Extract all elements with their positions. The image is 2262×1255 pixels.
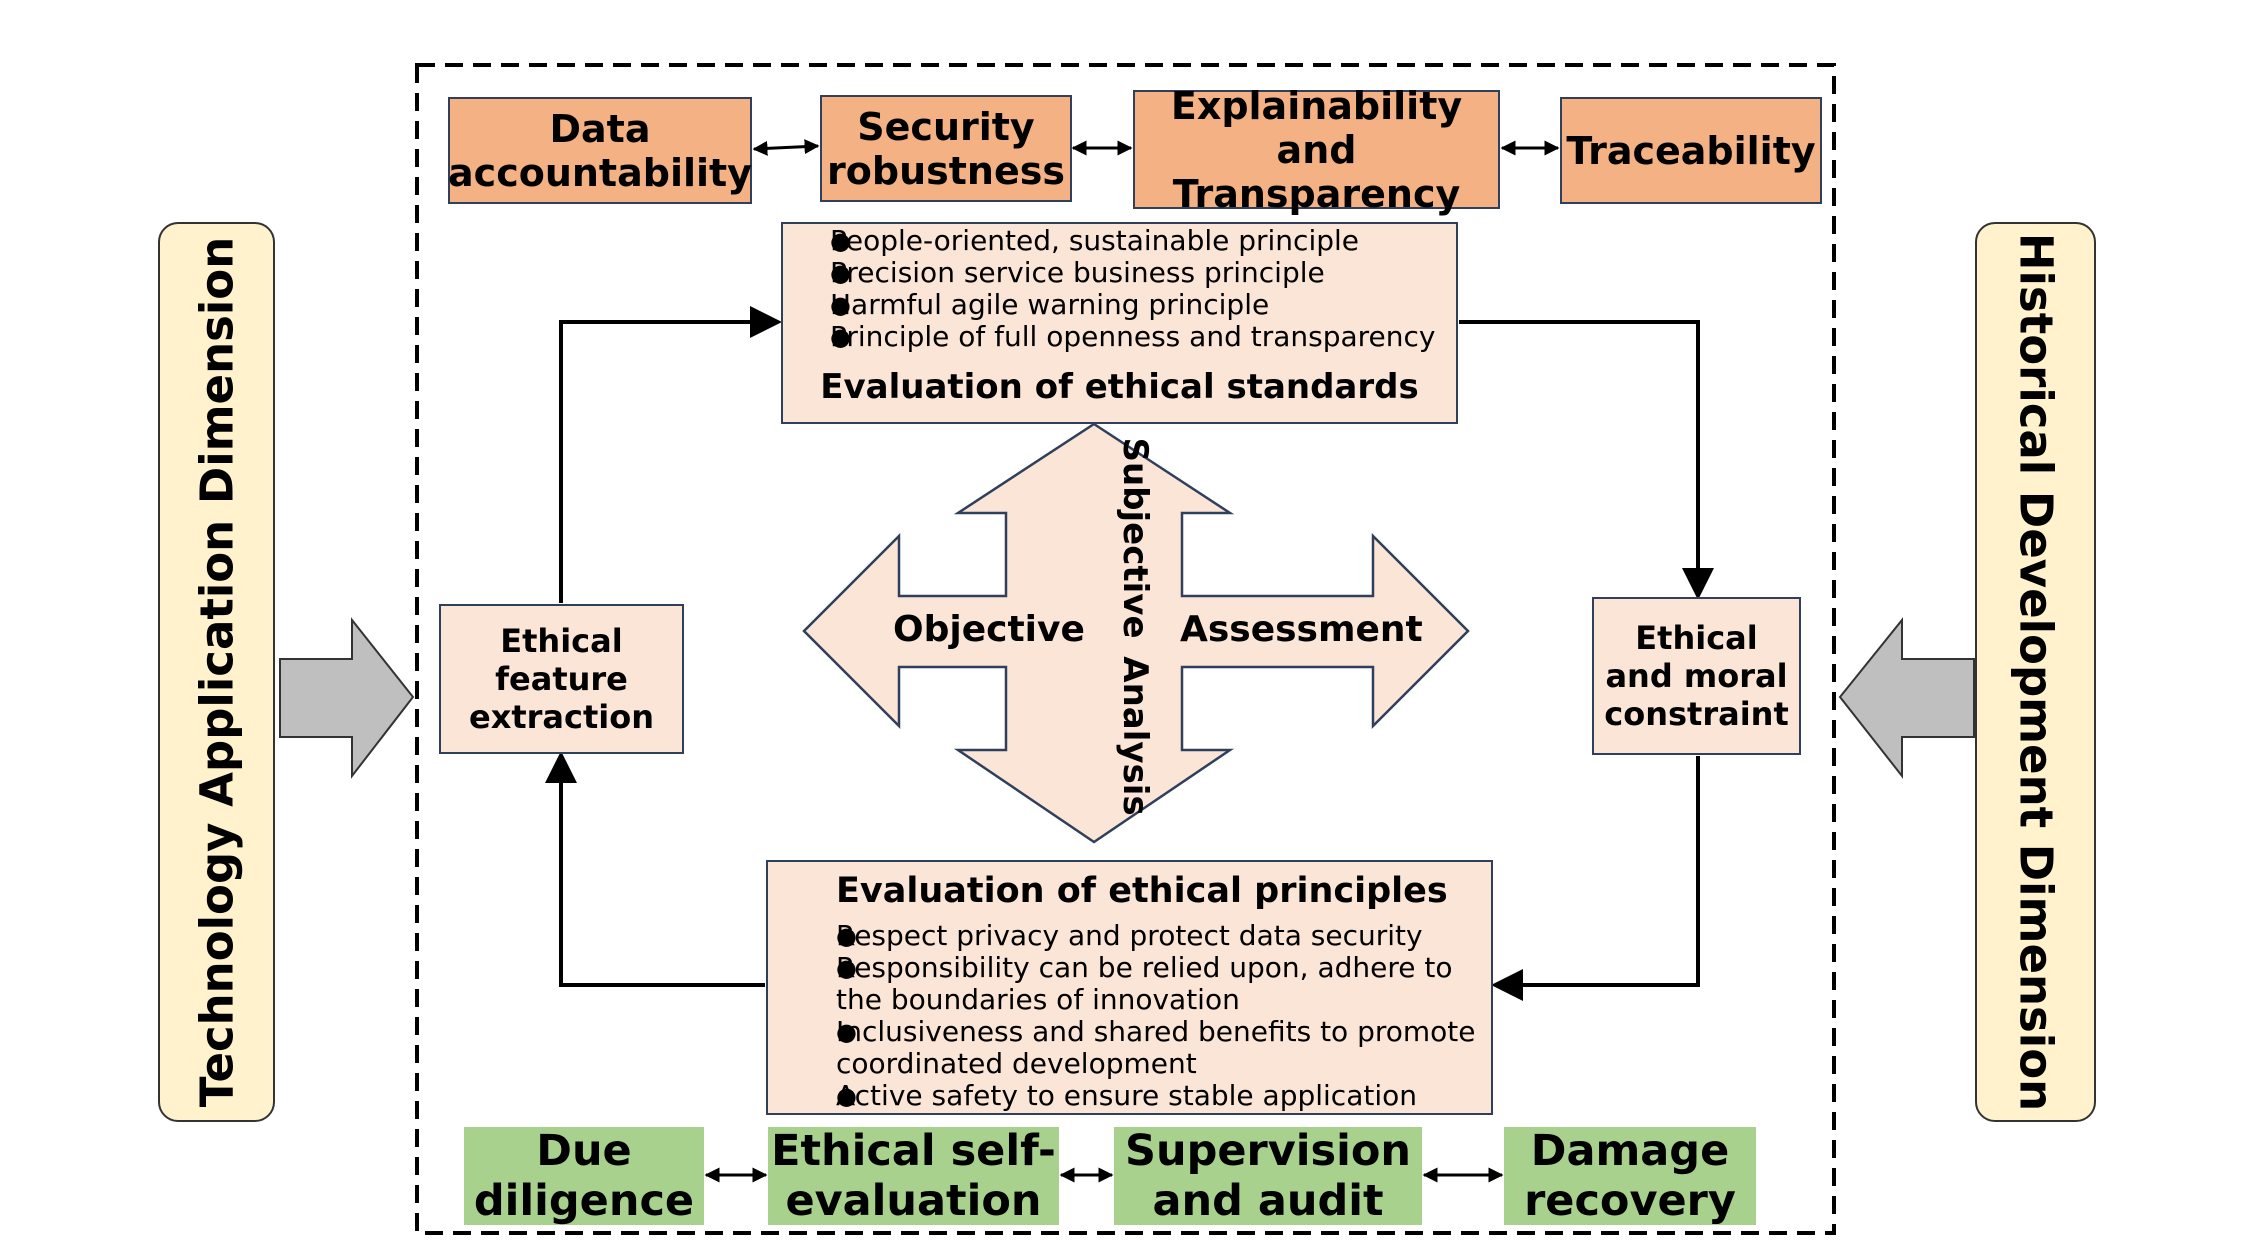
data-accountability-label: Data accountability <box>448 106 752 195</box>
ethical-principles-title: Evaluation of ethical principles <box>836 871 1448 911</box>
principles-item: Respect privacy and protect data securit… <box>784 920 1484 953</box>
supervision-audit-box: Supervision and audit <box>1114 1126 1422 1226</box>
arrow-feature-to-standards <box>559 306 782 603</box>
standards-item: Principle of full openness and transpare… <box>798 321 1436 354</box>
data-accountability-box: Data accountability <box>448 97 752 204</box>
moral-constraint-box: Ethical and moral constraint <box>1592 597 1801 755</box>
explainability-label: Explainability and Transparency <box>1170 83 1463 216</box>
feature-extraction-label: Ethical feature extraction <box>468 622 654 736</box>
moral-constraint-label: Ethical and moral constraint <box>1604 619 1789 733</box>
traceability-label: Traceability <box>1566 128 1816 173</box>
cross-label-assessment: Assessment <box>1180 609 1423 650</box>
security-robustness-box: Security robustness <box>820 95 1072 202</box>
due-diligence-box: Due diligence <box>464 1126 704 1226</box>
ethical-standards-title: Evaluation of ethical standards <box>820 367 1419 407</box>
left-dimension-panel: Technology Application Dimension <box>158 222 275 1122</box>
dashed-frame <box>415 63 1836 1235</box>
ethical-self-evaluation-label: Ethical self- evaluation <box>771 1126 1056 1226</box>
connector-top-1 <box>752 139 820 156</box>
standards-item: Harmful agile warning principle <box>798 289 1436 322</box>
ethical-self-evaluation-box: Ethical self- evaluation <box>768 1126 1059 1226</box>
right-dimension-arrow <box>1838 617 1975 779</box>
right-dimension-label: Historical Development Dimension <box>2009 232 2062 1112</box>
left-dimension-label: Technology Application Dimension <box>190 236 243 1108</box>
arrow-standards-to-constraint <box>1459 320 1714 600</box>
ethical-standards-box: People-oriented, sustainable principle P… <box>781 222 1458 424</box>
arrow-principles-to-feature <box>545 751 765 987</box>
cross-label-subjective: Subjective <box>1115 437 1155 639</box>
ethical-principles-box: Evaluation of ethical principles Respect… <box>766 860 1493 1115</box>
right-dimension-panel: Historical Development Dimension <box>1975 222 2096 1122</box>
cross-label-analysis: Analysis <box>1115 656 1155 816</box>
standards-item: Precision service business principle <box>798 257 1436 290</box>
cross-label-objective: Objective <box>893 609 1085 650</box>
damage-recovery-label: Damage recovery <box>1524 1126 1736 1226</box>
due-diligence-label: Due diligence <box>473 1126 695 1226</box>
explainability-box: Explainability and Transparency <box>1133 84 1500 216</box>
standards-item: People-oriented, sustainable principle <box>798 225 1436 258</box>
ethical-principles-list: Respect privacy and protect data securit… <box>784 920 1484 1113</box>
ethical-standards-list: People-oriented, sustainable principle P… <box>798 225 1436 354</box>
left-dimension-arrow <box>279 617 415 779</box>
traceability-box: Traceability <box>1560 97 1822 204</box>
security-robustness-label: Security robustness <box>827 104 1065 193</box>
principles-item: Active safety to ensure stable applicati… <box>784 1080 1484 1113</box>
feature-extraction-box: Ethical feature extraction <box>439 604 684 754</box>
arrow-constraint-to-principles <box>1491 756 1700 1001</box>
principles-item: Responsibility can be relied upon, adher… <box>784 952 1484 1016</box>
four-way-cross-arrow <box>802 422 1470 844</box>
supervision-audit-label: Supervision and audit <box>1125 1126 1411 1226</box>
principles-item: Inclusiveness and shared benefits to pro… <box>784 1016 1484 1080</box>
damage-recovery-box: Damage recovery <box>1504 1126 1756 1226</box>
